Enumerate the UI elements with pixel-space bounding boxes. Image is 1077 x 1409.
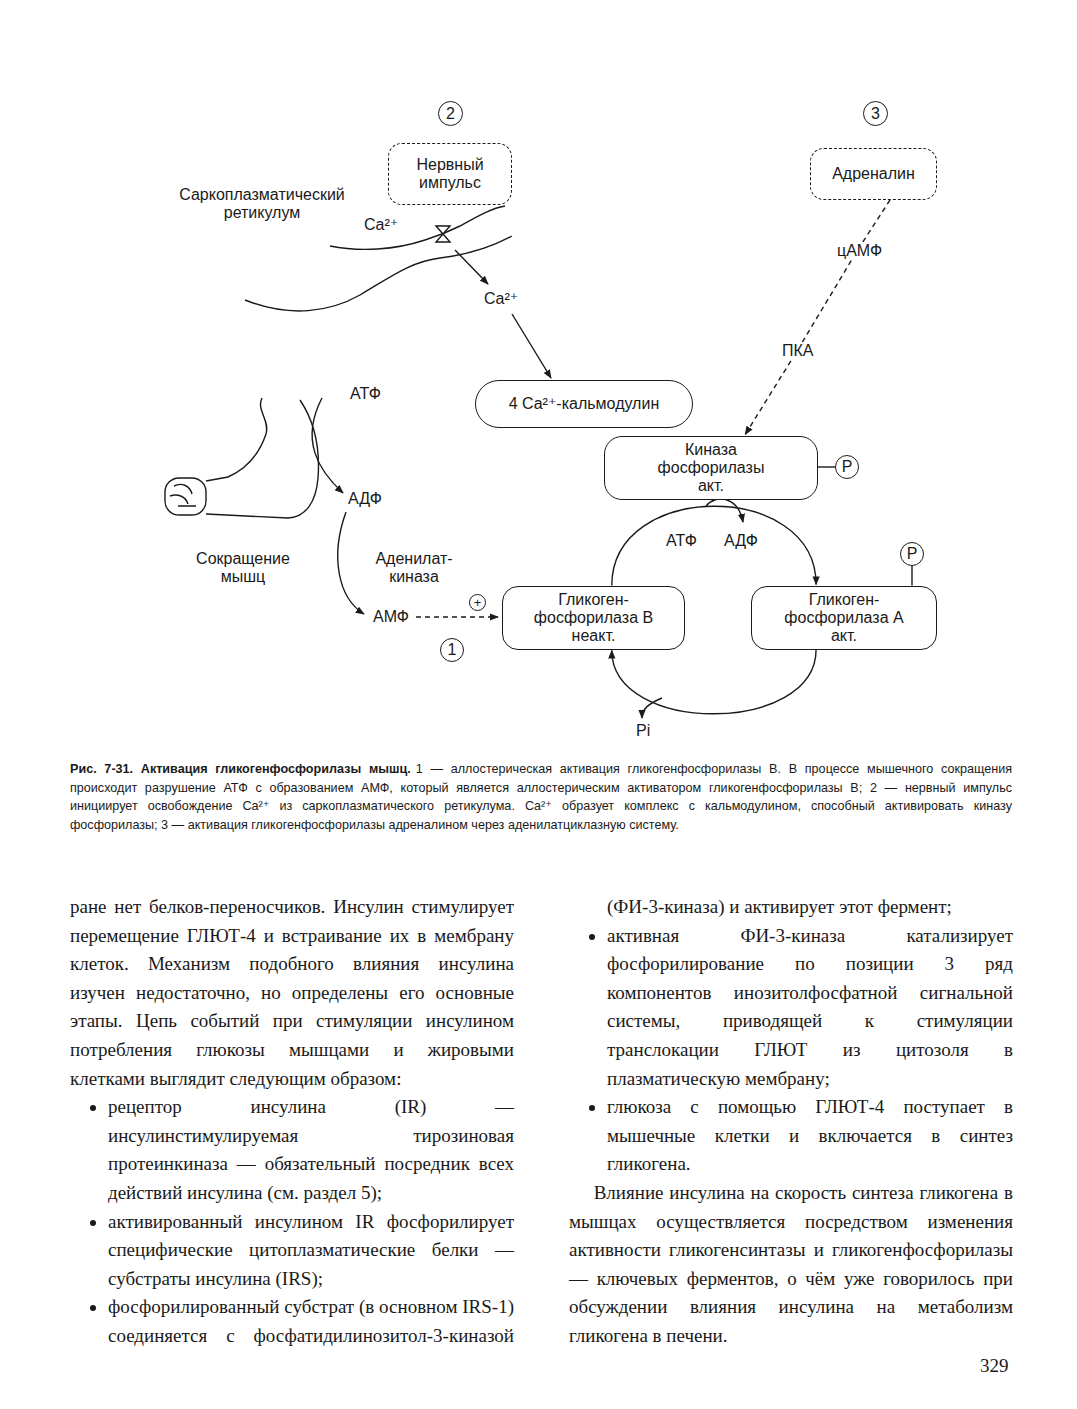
enzyme-box: Киназа фосфорилазы акт.: [604, 436, 818, 500]
enzyme-box: Гликоген-фосфорилаза А акт.: [751, 586, 937, 650]
complex-box: 4 Ca²⁺-кальмодулин: [475, 380, 693, 428]
substance-label: АДФ: [346, 490, 384, 508]
node-text: Киназа фосфорилазы акт.: [651, 441, 771, 495]
arrow: [642, 698, 662, 718]
connector: [745, 200, 890, 435]
arrow: [512, 314, 551, 378]
connector: [818, 466, 835, 467]
node-text: P: [907, 546, 918, 562]
activator-sign: +: [469, 594, 486, 611]
muscle-arm: [206, 400, 318, 518]
node-text: Гликоген-фосфорилаза В неакт.: [529, 591, 659, 645]
substance-label: Ca²⁺: [482, 290, 520, 308]
node-text: 1: [448, 642, 457, 658]
substance-label: АТФ: [664, 532, 699, 550]
arrow: [706, 499, 743, 522]
muscle-arm: [206, 398, 267, 481]
node-text: +: [474, 596, 482, 609]
muscle-fist: [165, 478, 206, 515]
node-text: Нервный импульс: [400, 156, 500, 192]
node-text: P: [842, 459, 853, 475]
phosphate-circle: P: [835, 455, 859, 479]
substance-label: Ca²⁺: [362, 216, 400, 234]
bullet-item: глюкоза с помощью ГЛЮТ-4 поступает в мыш…: [607, 1093, 1013, 1179]
substance-label: АДФ: [722, 532, 760, 550]
callout-number: 2: [438, 101, 463, 126]
bullet-item: активированный инсулином IR фосфорилируе…: [108, 1208, 514, 1294]
hormone-box: Адреналин: [810, 148, 937, 200]
substance-label: Pi: [634, 722, 652, 740]
node-text: 3: [871, 106, 880, 122]
signal-box: Нервный импульс: [388, 143, 512, 205]
substance-label: АТФ: [348, 385, 383, 403]
substance-label: Аденилат-киназа: [364, 550, 464, 586]
paragraph: Влияние инсулина на скорость синтеза гли…: [569, 1179, 1013, 1351]
body-text: ране нет белков-переносчиков. Инсулин ст…: [70, 893, 1013, 1351]
arrow: [338, 512, 364, 614]
bullet-item: активная ФИ-3-киназа катализирует фосфор…: [607, 922, 1013, 1094]
callout-number: 1: [440, 638, 464, 662]
connector: [612, 650, 816, 714]
node-text: 2: [446, 106, 455, 122]
connector: [911, 566, 912, 586]
node-text: 4 Ca²⁺-кальмодулин: [509, 395, 659, 413]
muscle-fist: [170, 484, 196, 506]
arrow: [416, 616, 498, 617]
enzyme-box: Гликоген-фосфорилаза В неакт.: [502, 586, 685, 650]
callout-number: 3: [863, 101, 888, 126]
substance-label: Сокращение мышц: [180, 550, 306, 586]
node-text: Адреналин: [832, 165, 915, 183]
substance-label: АМФ: [371, 608, 411, 626]
page-number: 329: [980, 1355, 1009, 1377]
structure-label: Саркоплазматический ретикулум: [165, 186, 359, 222]
node-text: Гликоген-фосфорилаза А акт.: [779, 591, 909, 645]
caption-title: Рис. 7-31. Активация гликогенфосфорилазы…: [70, 762, 411, 776]
phosphate-circle: P: [900, 542, 924, 566]
reticulum-membrane: [245, 236, 512, 311]
calcium-channel: [436, 226, 450, 242]
connector: [612, 506, 816, 585]
substance-label: ПКА: [780, 342, 816, 360]
arrow: [312, 398, 343, 493]
bullet-item: рецептор инсулина (IR) — инсулинстимулир…: [108, 1093, 514, 1207]
figure-caption: Рис. 7-31. Активация гликогенфосфорилазы…: [70, 760, 1012, 834]
arrow: [455, 250, 488, 284]
substance-label: цАМФ: [835, 242, 884, 260]
paragraph: ране нет белков-переносчиков. Инсулин ст…: [70, 893, 514, 1093]
